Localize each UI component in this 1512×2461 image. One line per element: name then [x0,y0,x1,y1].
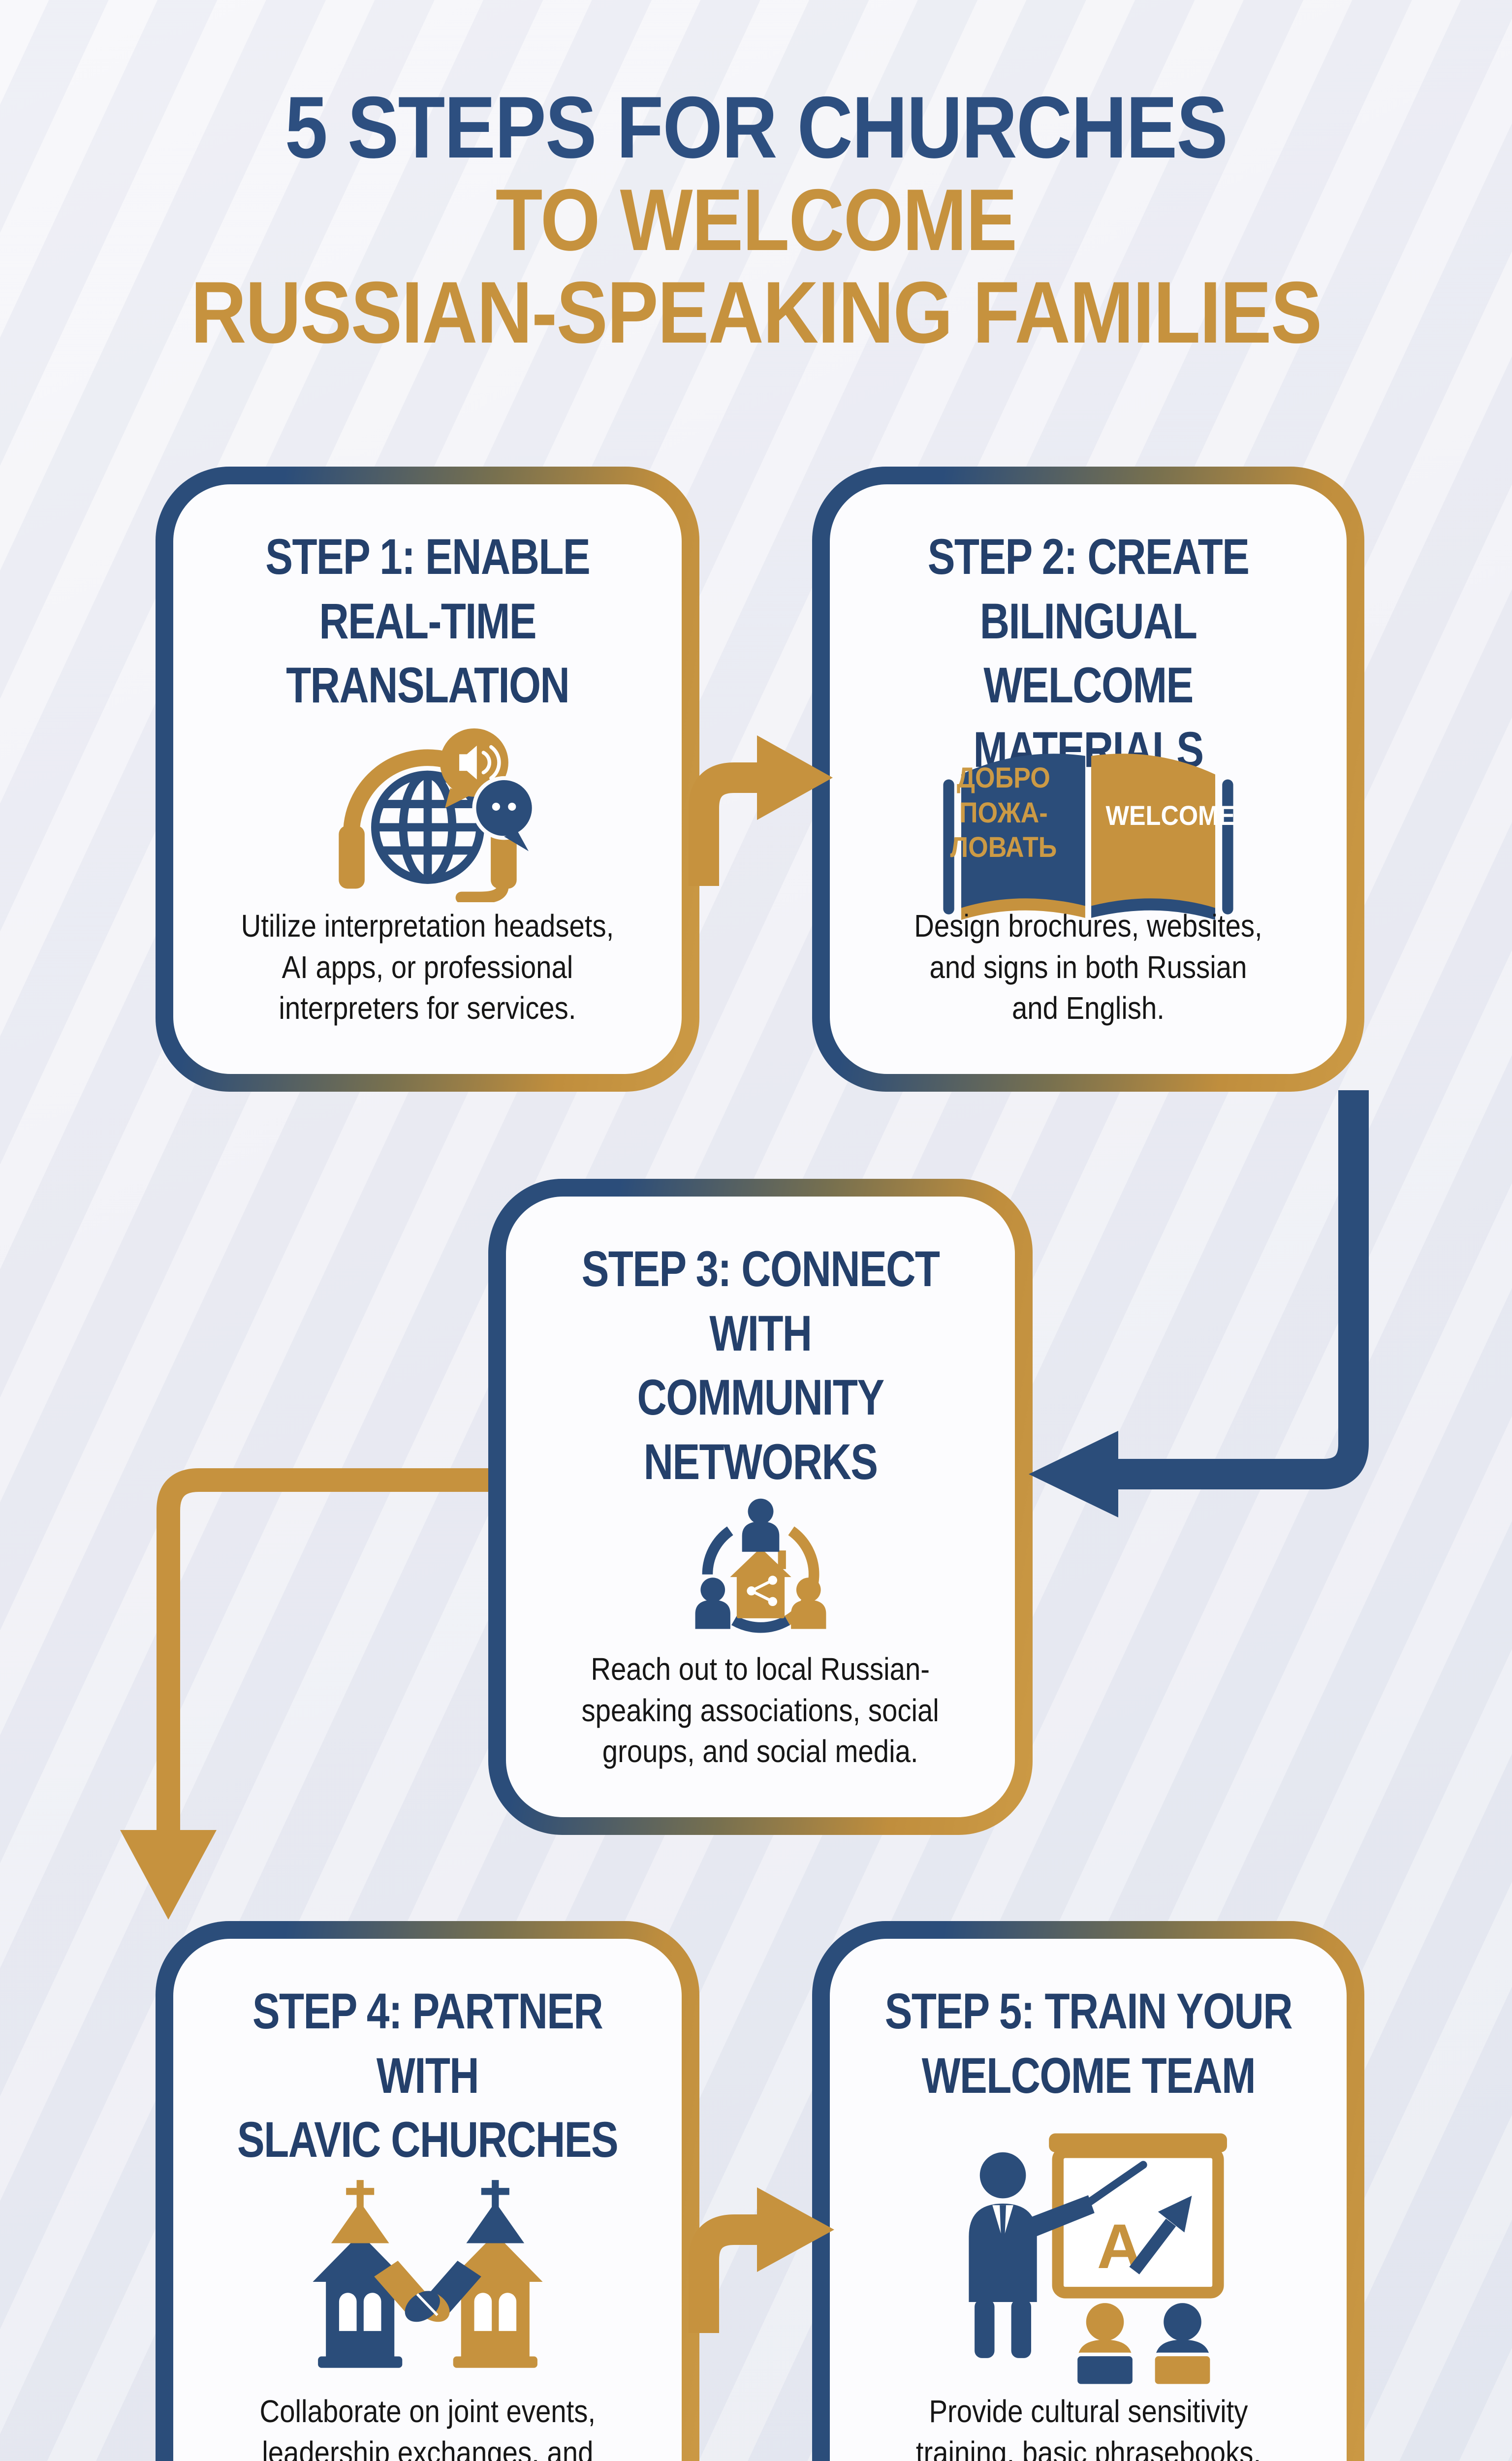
step-2-heading: STEP 2: CREATE BILINGUAL WELCOME MATERIA… [927,529,1250,778]
step-3-heading: STEP 3: CONNECT WITH COMMUNITY NETWORKS [581,1241,940,1490]
presenter-icon [969,2152,1147,2358]
step-1-heading: STEP 1: ENABLE REAL-TIME TRANSLATION [265,529,590,714]
chat-bubble-icon [472,776,536,852]
house-share-icon [729,1547,791,1618]
community-network-svg [695,1498,826,1633]
title-line-1: 5 STEPS FOR CHURCHES [284,78,1228,176]
microphone-boom [455,880,509,902]
churches-handshake-svg [312,2179,543,2368]
step-3-card: STEP 3: CONNECT WITH COMMUNITY NETWORKS [488,1179,1033,1835]
book-page-right [1091,754,1216,908]
open-book-svg [943,754,1233,920]
growth-arrow-line [1129,2218,1176,2274]
step-4-heading: STEP 4: PARTNER WITH SLAVIC CHURCHES [237,1983,619,2168]
bilingual-open-book-icon: ДОБРО ПОЖА- ЛОВАТЬ WELCOME [830,754,1347,920]
person-left-icon [695,1577,730,1629]
handshake-icon [374,2260,481,2322]
community-network-icon [506,1494,1015,1649]
arrow-step1-to-step2 [689,735,833,886]
arrow-step2-to-step3 [1029,1090,1369,1517]
training-presentation-svg: A [969,2133,1227,2386]
book-english-text: WELCOME [1105,800,1235,831]
step-4-card: STEP 4: PARTNER WITH SLAVIC CHURCHES [156,1921,699,2461]
step-1-description: Utilize interpretation headsets, AI apps… [241,908,614,1026]
globe-headset-svg [338,728,536,902]
headset-earcup-left [338,825,365,889]
book-cover-edge-right [1222,779,1233,915]
book-page-left [961,754,1085,908]
step-5-card: STEP 5: TRAIN YOUR WELCOME TEAM A [812,1921,1364,2461]
step-1-card: STEP 1: ENABLE REAL-TIME TRANSLATION [156,467,699,1092]
book-russian-text: ДОБРО ПОЖА- ЛОВАТЬ [950,761,1057,864]
translation-globe-headset-icon [173,718,682,906]
book-cover-edge-left [943,779,954,915]
step-3-description: Reach out to local Russian- speaking ass… [581,1651,940,1769]
trainee-left-icon [1073,2303,1136,2386]
arrow-step3-to-step4 [120,1468,541,1920]
church-right-icon [447,2179,543,2368]
church-left-icon [312,2179,408,2368]
headset-earcup-right [490,825,517,889]
step-5-description: Provide cultural sensitivity training, b… [915,2394,1261,2461]
page-title: 5 STEPS FOR CHURCHES TO WELCOME RUSSIAN-… [0,81,1512,359]
step-5-heading: STEP 5: TRAIN YOUR WELCOME TEAM [884,1983,1292,2104]
training-presentation-icon: A [830,2108,1347,2391]
step-2-card: STEP 2: CREATE BILINGUAL WELCOME MATERIA… [812,467,1364,1092]
person-top-icon [742,1498,779,1552]
step-2-description: Design brochures, websites, and signs in… [914,908,1262,1026]
trainee-right-icon [1151,2303,1214,2386]
churches-handshake-icon [173,2172,682,2392]
title-line-2: TO WELCOME [495,171,1017,269]
growth-arrow-head [1158,2195,1192,2233]
person-right-icon [790,1577,826,1629]
title-line-3: RUSSIAN-SPEAKING FAMILIES [190,263,1322,361]
step-4-description: Collaborate on joint events, leadership … [259,2394,596,2461]
arrow-step4-to-step5 [689,2187,834,2333]
